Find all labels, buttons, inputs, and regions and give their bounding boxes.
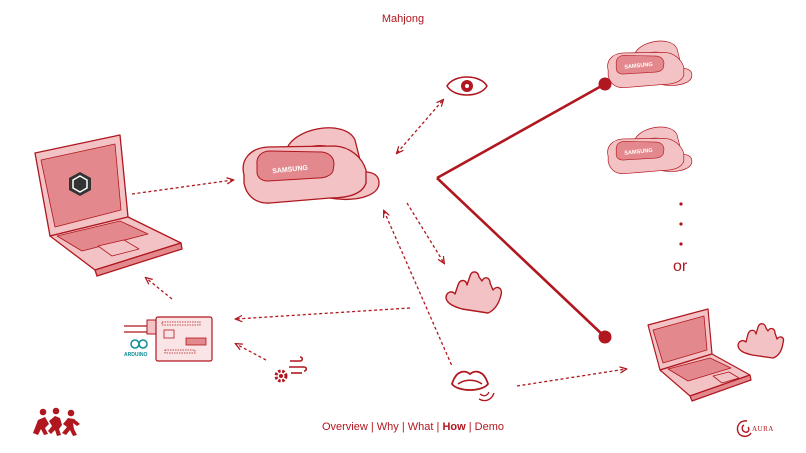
nav-separator: | (398, 421, 408, 433)
nav-separator: | (367, 421, 377, 433)
vr-headset-icon: SAMSUNG (607, 40, 693, 89)
vr-headset-icon: SAMSUNG (242, 127, 380, 204)
aura-label: AURA (752, 425, 774, 433)
nav-overview[interactable]: Overview (321, 421, 368, 433)
headset-brand-text: SAMSUNG (272, 165, 309, 176)
headset-brand-text: SAMSUNG (624, 62, 653, 71)
aura-logo-icon (736, 420, 752, 437)
gear-wind-icon (274, 356, 308, 383)
nav-what[interactable]: What (407, 421, 434, 433)
nav-why[interactable]: Why (376, 421, 399, 433)
vr-headset-icon: SAMSUNG (607, 126, 693, 175)
unity-logo-icon (69, 172, 91, 196)
laptop-icon (647, 308, 752, 402)
or-label: or (673, 258, 688, 275)
dashed-arrows (131, 100, 626, 387)
hand-icon (737, 323, 785, 359)
headset-brand-text: SAMSUNG (624, 148, 653, 157)
breadcrumb-nav: Overview | Why | What | How | Demo (0, 421, 806, 433)
ellipsis-dots (679, 202, 683, 246)
arduino-board-icon (124, 316, 213, 362)
nav-separator: | (433, 421, 443, 433)
lips-icon (451, 370, 495, 402)
arduino-label: ARDUINO (124, 352, 148, 358)
eye-icon (446, 76, 488, 96)
team-logo-icon (33, 407, 80, 436)
nav-how[interactable]: How (442, 421, 466, 433)
nav-demo[interactable]: Demo (474, 421, 505, 433)
nav-separator: | (465, 421, 475, 433)
laptop-icon (34, 134, 183, 277)
hand-icon (445, 271, 503, 314)
slide-title: Mahjong (381, 13, 425, 25)
network-branch (436, 77, 612, 344)
